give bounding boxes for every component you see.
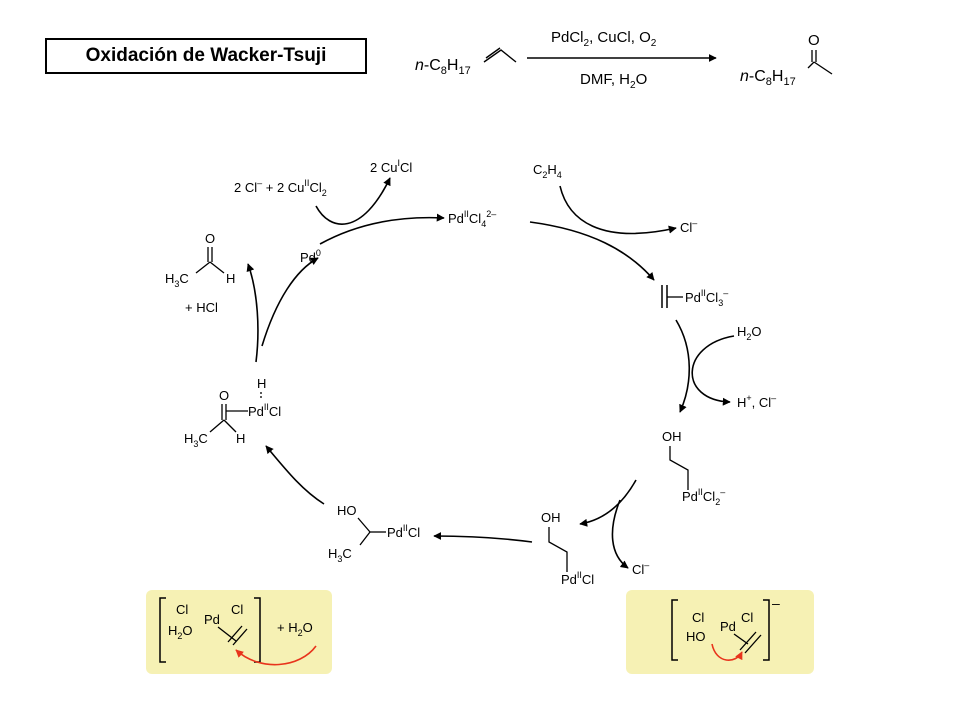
arrow-water-in-hcl-out <box>691 335 735 406</box>
pd0-label: Pd0 <box>300 248 321 265</box>
box-right-cl2: Cl <box>741 610 753 625</box>
aldehyde-methyl: H3C <box>165 271 189 289</box>
cucl2-reagent: 2 Cl– + 2 CuIICl2 <box>234 178 327 198</box>
neutral-pd-label: PdIICl <box>561 570 594 587</box>
aldehyde-h: H <box>226 271 235 286</box>
box-left-water: H2O <box>168 623 193 641</box>
water-reagent: H2O <box>737 324 762 342</box>
mechanism-box-left: Cl Pd Cl H2O + H2O <box>146 590 332 674</box>
arrow-hydroxy-to-neutral <box>579 479 637 527</box>
hcl-byproduct: + HCl <box>185 300 218 315</box>
branched-methyl: H3C <box>328 546 352 564</box>
arrow-branched-to-hydride <box>265 445 325 505</box>
aldehyde-oxygen: O <box>205 231 215 246</box>
hydroxyethyl-pd-label: PdIICl2– <box>682 487 725 507</box>
box-right-bg <box>626 590 814 674</box>
cycle-species: 2 CuICl 2 Cl– + 2 CuIICl2 PdIICl42– C2H4… <box>165 158 776 587</box>
neutral-oh: OH <box>541 510 561 525</box>
reaction-conditions-bottom: DMF, H2O <box>580 71 647 91</box>
slide-title: Oxidación de Wacker-Tsuji <box>45 38 367 74</box>
mechanism-box-right: – Cl Pd Cl HO <box>626 590 814 674</box>
bracket-left-open <box>159 597 166 663</box>
arrow-hydride-to-aldehyde <box>246 263 259 363</box>
hydride-h2: H <box>236 431 245 446</box>
bracket-right-open <box>671 599 678 661</box>
pi-complex-label: PdIICl3– <box>685 288 728 308</box>
reactant-label: n-C8H17 <box>415 57 471 77</box>
hydroxyethyl-chain <box>669 446 689 490</box>
bracket-right-close <box>763 599 770 661</box>
box-left-cl2: Cl <box>231 602 243 617</box>
arrow-cucl2-to-cucl <box>315 177 391 225</box>
box-right-hydroxide: HO <box>686 629 706 644</box>
hydride-pd-label: PdIICl <box>248 402 281 419</box>
hydride-oxygen: O <box>219 388 229 403</box>
box-right-ethylene <box>739 631 757 651</box>
box-right-pd: Pd <box>720 619 736 634</box>
alkene-bond <box>483 49 517 63</box>
box-left-plus-water: + H2O <box>277 620 313 638</box>
box-left-cl1: Cl <box>176 602 188 617</box>
neutral-chain <box>548 527 568 572</box>
chloride-out-1: Cl– <box>680 218 697 235</box>
arrow-ethylene-in-cl-out <box>559 185 677 235</box>
box-left-bg <box>146 590 332 674</box>
product-label: n-C8H17 <box>740 68 796 88</box>
arrow-neutral-to-branched <box>433 532 533 543</box>
box-left-ethylene <box>227 625 243 643</box>
box-right-cl1: Cl <box>692 610 704 625</box>
arrow-pi-to-hydroxy <box>675 319 691 413</box>
cucl-product: 2 CuICl <box>370 158 412 175</box>
arrow-pd0-to-pdcl4 <box>319 213 445 245</box>
product-oxygen: O <box>808 32 820 49</box>
overall-reaction: n-C8H17 PdCl2, CuCl, O2 DMF, H2O n-C8H17… <box>415 29 833 91</box>
curly-arrow-right <box>711 643 743 661</box>
reaction-conditions-top: PdCl2, CuCl, O2 <box>551 29 657 49</box>
ethylene-label: C2H4 <box>533 162 562 180</box>
box-left-pd: Pd <box>204 612 220 627</box>
hydride-methyl: H3C <box>184 431 208 449</box>
pdcl4-label: PdIICl42– <box>448 209 496 229</box>
branched-ho: HO <box>337 503 357 518</box>
arrow-to-pd0 <box>261 257 319 347</box>
arrow-cl-out-2 <box>611 499 629 569</box>
proton-chloride-out: H+, Cl– <box>737 393 776 410</box>
curly-arrow-left <box>235 645 317 666</box>
hydride-h: H <box>257 376 266 391</box>
box-right-charge: – <box>772 595 780 611</box>
branched-pd-label: PdIICl <box>387 523 420 540</box>
hydroxyethyl-oh: OH <box>662 429 682 444</box>
chloride-out-2: Cl– <box>632 560 649 577</box>
cycle-arrows <box>246 177 735 569</box>
arrow-pdcl4-to-pi-complex <box>529 221 655 281</box>
